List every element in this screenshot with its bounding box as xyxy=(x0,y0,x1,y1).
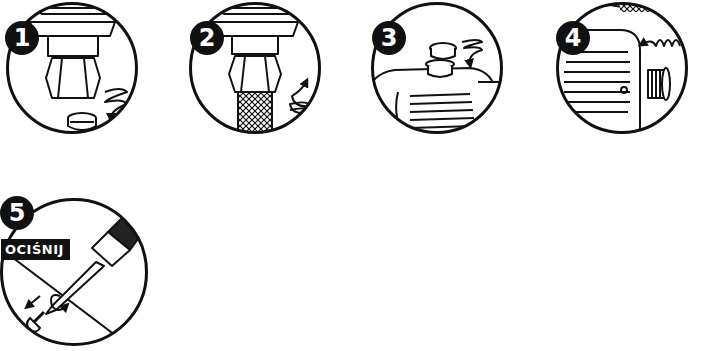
step-panel: 1 xyxy=(6,2,138,134)
action-label: OCIŚNIJ xyxy=(1,239,70,260)
step-number: 4 xyxy=(556,21,590,55)
fitting-drawing xyxy=(10,0,135,130)
pump-side-drawing xyxy=(556,0,680,140)
step-number: 2 xyxy=(190,21,224,55)
step-panel: 5OCIŚNIJ xyxy=(0,198,148,346)
step-number: 5 xyxy=(0,196,34,230)
pump-top-drawing xyxy=(370,40,530,140)
step-number: 3 xyxy=(372,21,406,55)
step-number: 1 xyxy=(5,21,39,55)
step-panel: 4 xyxy=(556,2,688,134)
step-panel: 3 xyxy=(371,2,503,134)
step-panel: 2 xyxy=(189,2,321,134)
